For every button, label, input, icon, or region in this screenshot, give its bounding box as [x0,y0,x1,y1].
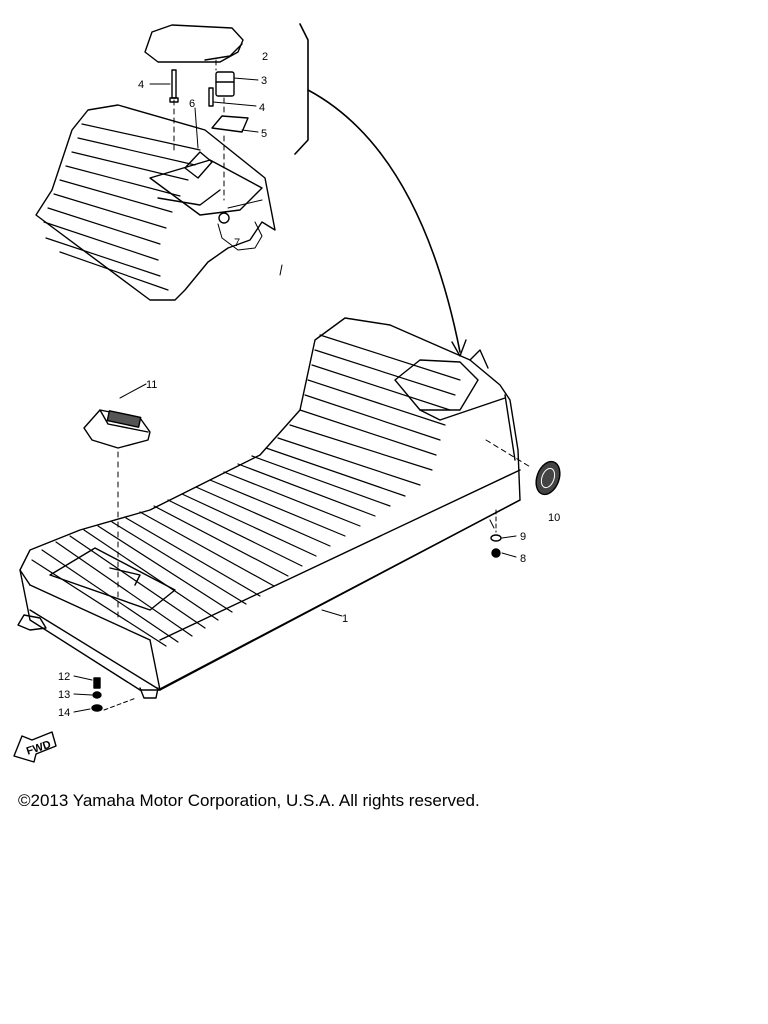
callout-11: 11 [146,379,157,391]
callout-8: 8 [520,553,526,565]
seat-parts-diagram: 2 3 4 4 5 6 7 11 10 9 8 1 12 13 14 FWD [13,23,561,763]
callout-7: 7 [234,237,240,249]
callout-1: 1 [342,613,348,625]
forward-arrow-icon [13,731,57,763]
main-seat [17,317,521,699]
callout-2: 2 [262,51,268,63]
latch-part [184,107,213,179]
callout-3: 3 [261,75,267,87]
bolt-part-left [149,69,179,103]
bottom-lockwasher [73,691,102,699]
backrest-pad [144,24,244,63]
callout-13: 13 [58,689,70,701]
callout-9: 9 [520,531,526,543]
copyright-notice: ©2013 Yamaha Motor Corporation, U.S.A. A… [18,791,480,810]
bolt-part-right [208,87,257,107]
tool-pouch [83,383,151,621]
rear-seat-inset [35,104,283,301]
bottom-washer [73,704,103,713]
callout-4-left: 4 [138,79,144,91]
bracket-part [215,71,259,97]
bottom-bolt [73,675,101,689]
nut-part [217,212,263,251]
callout-6: 6 [189,98,195,110]
callout-4-right: 4 [259,102,265,114]
washer-part [490,534,517,542]
plate-part [211,115,259,133]
callout-5: 5 [261,128,267,140]
emblem-part [485,439,561,496]
callout-10: 10 [548,512,560,524]
callout-14: 14 [58,707,70,719]
screw-part [491,548,517,558]
callout-12: 12 [58,671,70,683]
